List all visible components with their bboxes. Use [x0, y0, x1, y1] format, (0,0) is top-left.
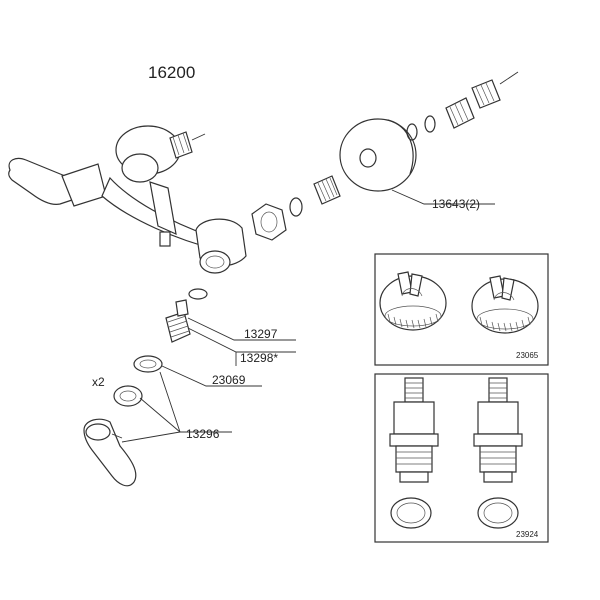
callout-ring: 23069	[212, 373, 246, 387]
callout-quantity: x2	[92, 375, 105, 389]
inset-bottom-part-number: 23924	[516, 530, 539, 539]
faucet-body	[8, 125, 247, 274]
leader-lines	[121, 189, 495, 443]
inset-top-part-number: 23065	[516, 351, 539, 360]
callout-cartridge-a: 13297	[244, 327, 278, 341]
inset-bottom	[374, 373, 549, 543]
inset-top	[374, 253, 549, 366]
callout-wall-flange: 13643(2)	[432, 197, 480, 211]
callout-cartridge-b: 13298*	[240, 351, 278, 365]
cartridge-stack	[83, 288, 208, 487]
model-number: 16200	[148, 63, 195, 82]
connector-chain	[251, 71, 519, 241]
callout-handle: 13296	[186, 427, 220, 441]
